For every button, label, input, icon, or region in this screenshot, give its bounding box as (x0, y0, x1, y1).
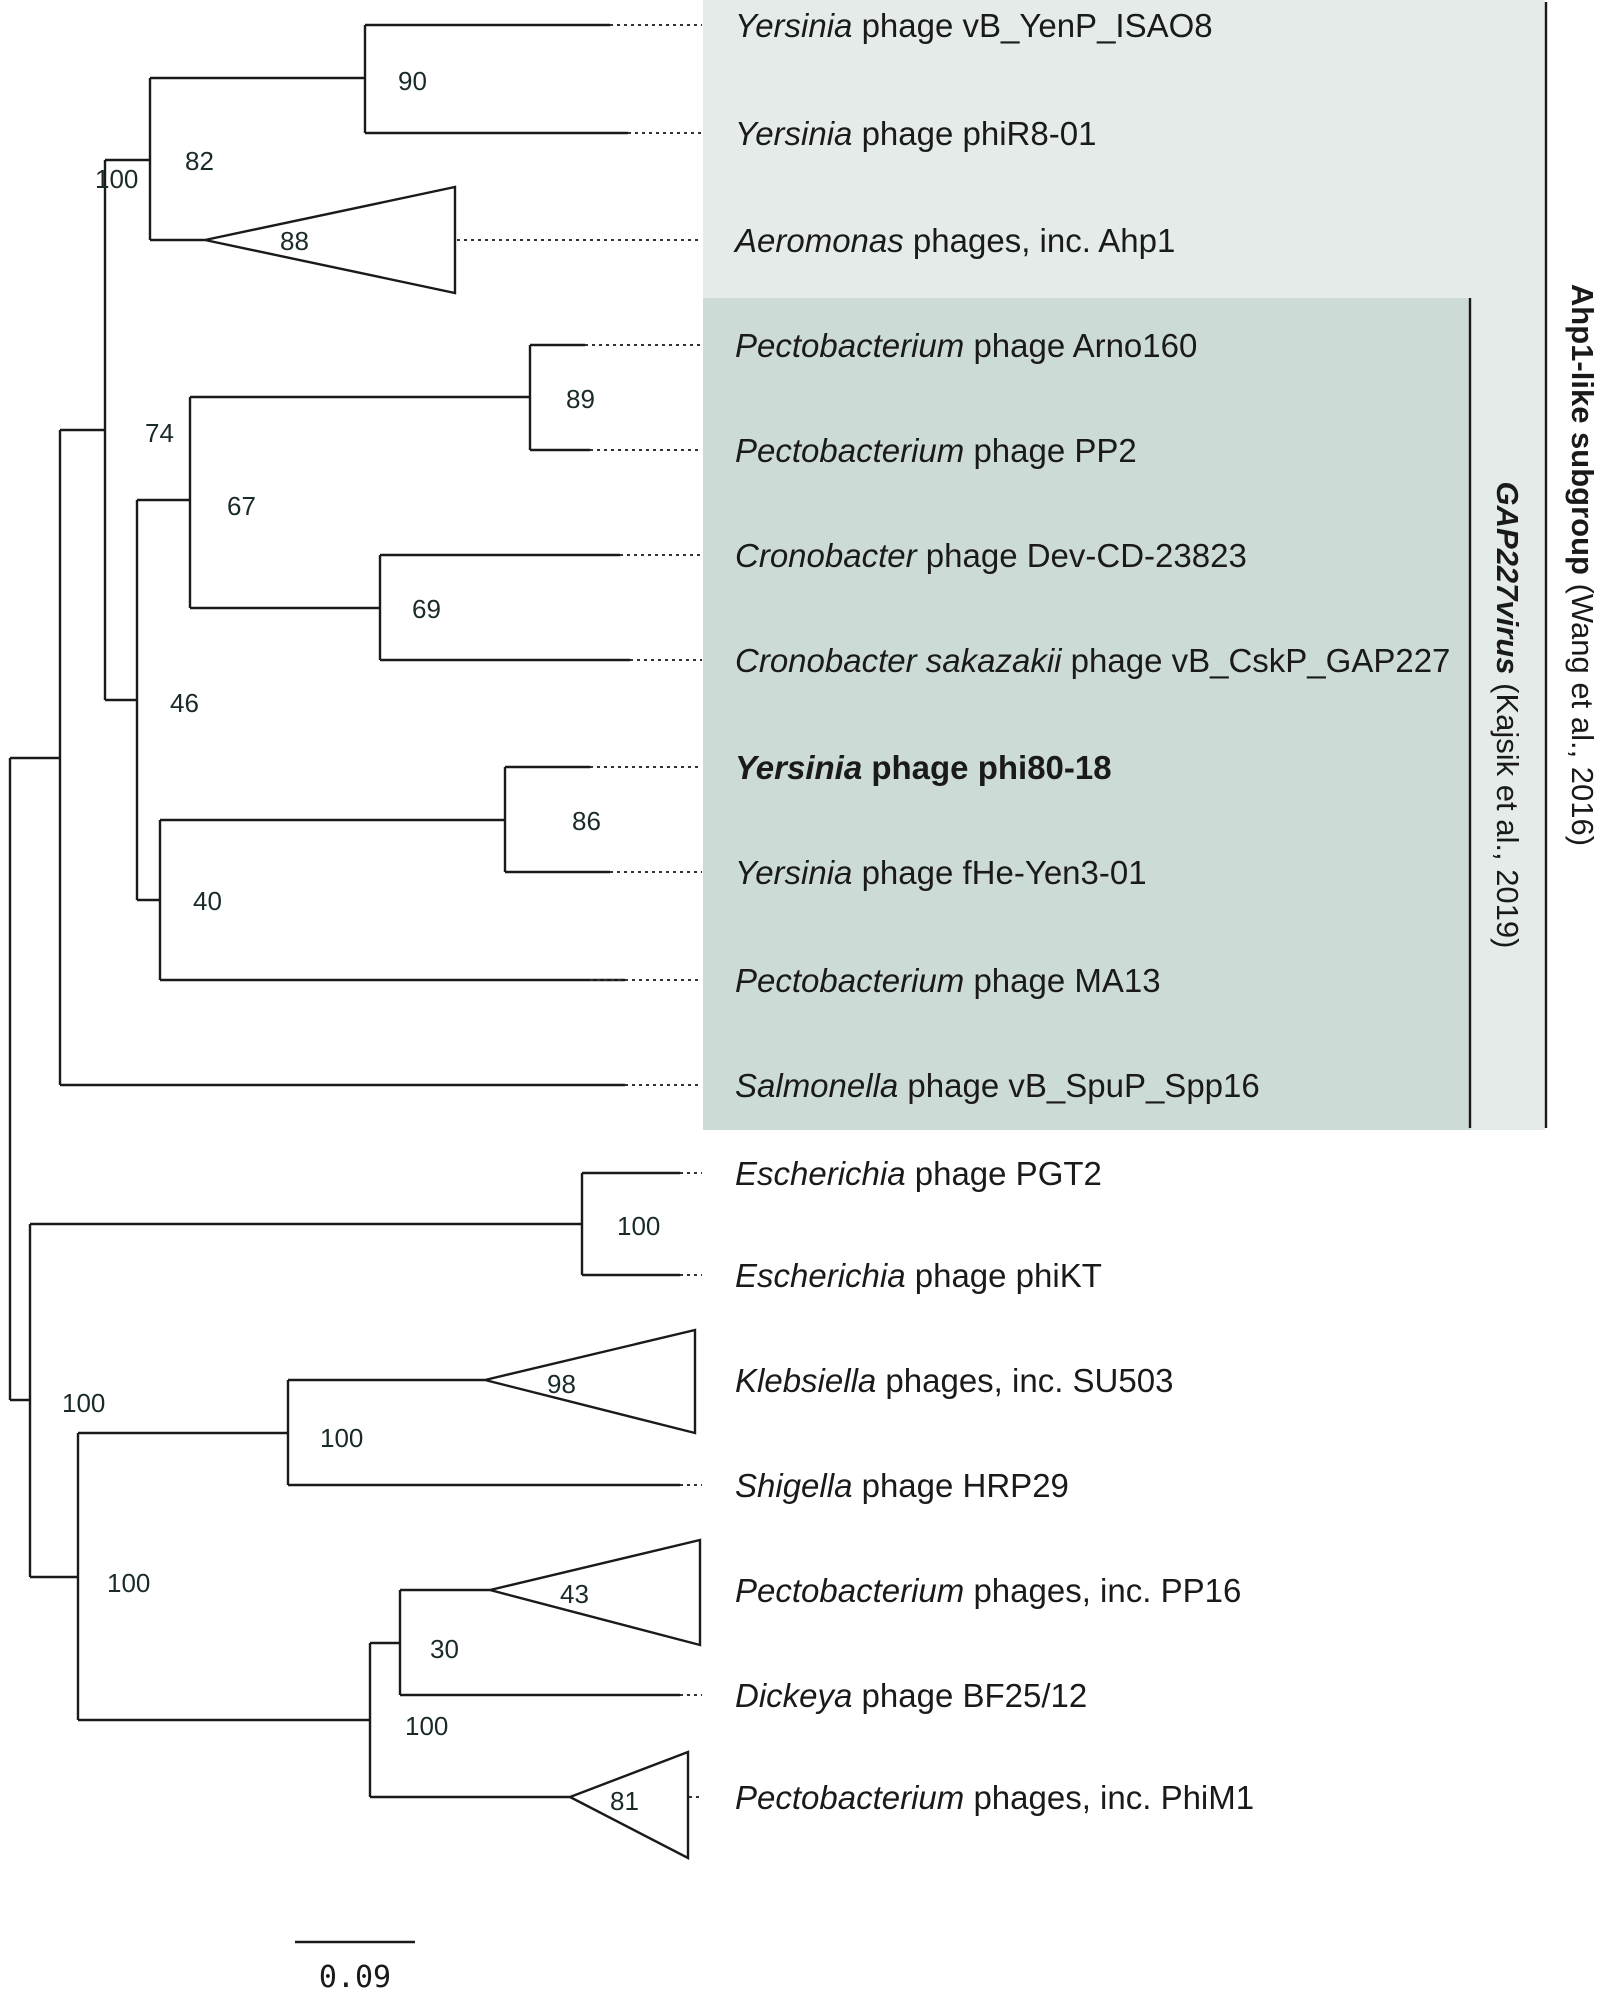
taxon-label: Salmonella phage vB_SpuP_Spp16 (735, 1067, 1260, 1104)
taxon-genus: Escherichia (735, 1257, 906, 1294)
bootstrap-value: 43 (560, 1579, 589, 1609)
taxon-genus: Klebsiella (735, 1362, 876, 1399)
taxon-name: phage vB_CskP_GAP227 (1062, 642, 1451, 679)
taxon-name: phages, inc. PP16 (964, 1572, 1241, 1609)
bootstrap-value: 100 (405, 1711, 448, 1741)
taxon-genus: Pectobacterium (735, 432, 964, 469)
taxon-label: Pectobacterium phages, inc. PhiM1 (735, 1779, 1254, 1816)
bootstrap-value: 74 (145, 418, 174, 448)
collapsed-clade-triangle (567, 1750, 690, 1860)
bootstrap-value: 100 (320, 1423, 363, 1453)
bootstrap-value: 100 (62, 1388, 105, 1418)
taxon-label: Yersinia phage vB_YenP_ISAO8 (735, 7, 1213, 44)
bootstrap-value: 100 (107, 1568, 150, 1598)
ahp1-like-label-bold: Ahp1-like subgroup (1565, 284, 1600, 575)
gap227virus-label-bold: GAP227virus (1490, 482, 1525, 675)
taxon-name: phage HRP29 (852, 1467, 1068, 1504)
bootstrap-value: 89 (566, 384, 595, 414)
collapsed-clades (204, 185, 702, 1860)
bootstrap-value: 81 (610, 1786, 639, 1816)
taxon-name: phage phiR8-01 (852, 115, 1096, 152)
collapsed-clade-triangle (204, 185, 457, 295)
collapsed-clade-triangle (489, 1538, 702, 1647)
taxon-name: phages, inc. Ahp1 (904, 222, 1176, 259)
taxon-name: phage BF25/12 (852, 1677, 1087, 1714)
bootstrap-value: 100 (95, 164, 138, 194)
taxon-genus: Pectobacterium (735, 962, 964, 999)
taxon-label: Klebsiella phages, inc. SU503 (735, 1362, 1173, 1399)
taxon-label: Pectobacterium phage PP2 (735, 432, 1137, 469)
bootstrap-value: 90 (398, 66, 427, 96)
bootstrap-value: 67 (227, 491, 256, 521)
bootstrap-value: 40 (193, 886, 222, 916)
bootstrap-value: 82 (185, 146, 214, 176)
gap227virus-label-rest: (Kajsik et al., 2019) (1490, 675, 1525, 949)
bootstrap-value: 88 (280, 226, 309, 256)
taxon-label: Escherichia phage phiKT (735, 1257, 1102, 1294)
taxon-genus: Pectobacterium (735, 1572, 964, 1609)
tree-branches (10, 23, 680, 1799)
taxon-genus: Pectobacterium (735, 327, 964, 364)
taxon-name: phage phiKT (906, 1257, 1102, 1294)
scale-bar-label: 0.09 (319, 1960, 391, 1995)
taxon-genus: Dickeya (735, 1677, 852, 1714)
taxon-genus: Aeromonas (733, 222, 904, 259)
taxon-label: Pectobacterium phage Arno160 (735, 327, 1197, 364)
taxon-name: phage PP2 (964, 432, 1136, 469)
taxon-name: phages, inc. PhiM1 (964, 1779, 1254, 1816)
taxon-label: Escherichia phage PGT2 (735, 1155, 1102, 1192)
taxon-genus: Escherichia (735, 1155, 906, 1192)
taxon-genus: Yersinia (735, 749, 862, 786)
gap227virus-label: GAP227virus (Kajsik et al., 2019) (1490, 482, 1525, 949)
gap227virus-band (703, 298, 1471, 1130)
bootstrap-value: 69 (412, 594, 441, 624)
taxon-genus: Yersinia (735, 115, 852, 152)
taxon-genus: Pectobacterium (735, 1779, 964, 1816)
bootstrap-value: 100 (617, 1211, 660, 1241)
taxon-name: phage vB_YenP_ISAO8 (852, 7, 1212, 44)
taxon-genus: Yersinia (735, 7, 852, 44)
collapsed-clade-triangle (484, 1328, 697, 1435)
taxon-name: phage PGT2 (906, 1155, 1102, 1192)
ahp1-like-label: Ahp1-like subgroup (Wang et al., 2016) (1565, 284, 1600, 846)
tree-connectors (8, 25, 584, 1797)
taxon-genus: Salmonella (735, 1067, 898, 1104)
taxon-name: phage vB_SpuP_Spp16 (898, 1067, 1259, 1104)
taxon-name: phages, inc. SU503 (876, 1362, 1173, 1399)
taxon-genus: Cronobacter sakazakii (735, 642, 1063, 679)
taxon-genus: Cronobacter (735, 537, 919, 574)
taxon-label: Pectobacterium phages, inc. PP16 (735, 1572, 1241, 1609)
taxon-genus: Yersinia (735, 854, 852, 891)
bootstrap-value: 30 (430, 1634, 459, 1664)
taxon-label: Shigella phage HRP29 (735, 1467, 1069, 1504)
taxon-name: phage Arno160 (964, 327, 1197, 364)
bootstrap-value: 46 (170, 688, 199, 718)
taxon-label: Aeromonas phages, inc. Ahp1 (733, 222, 1175, 259)
leader-lines (457, 24, 702, 1798)
taxon-name: phage fHe-Yen3-01 (852, 854, 1146, 891)
taxon-name: phage phi80-18 (862, 749, 1111, 786)
taxon-label: Dickeya phage BF25/12 (735, 1677, 1087, 1714)
bootstrap-value: 98 (547, 1369, 576, 1399)
taxon-label: Cronobacter phage Dev-CD-23823 (735, 537, 1247, 574)
taxon-label: Yersinia phage phiR8-01 (735, 115, 1096, 152)
taxon-name: phage MA13 (964, 962, 1160, 999)
taxon-label: Yersinia phage fHe-Yen3-01 (735, 854, 1147, 891)
taxon-label: Yersinia phage phi80-18 (735, 749, 1112, 786)
taxon-label: Cronobacter sakazakii phage vB_CskP_GAP2… (735, 642, 1450, 679)
bootstrap-values: 90 82 100 88 89 74 67 69 46 86 40 100 98… (62, 66, 660, 1816)
taxon-label: Pectobacterium phage MA13 (735, 962, 1161, 999)
bootstrap-value: 86 (572, 806, 601, 836)
ahp1-like-label-rest: (Wang et al., 2016) (1565, 575, 1600, 846)
taxon-name: phage Dev-CD-23823 (917, 537, 1247, 574)
taxon-genus: Shigella (735, 1467, 852, 1504)
